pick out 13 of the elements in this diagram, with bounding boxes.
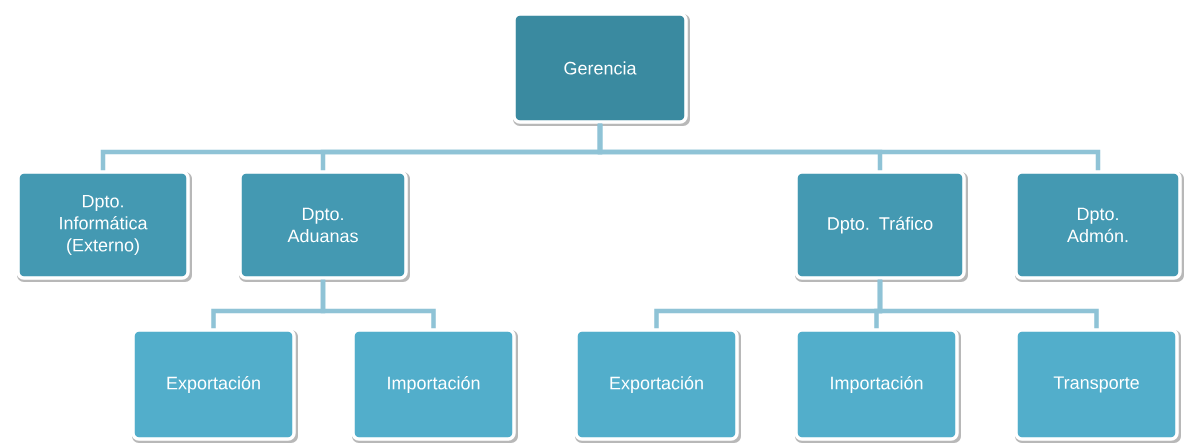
org-box: Transporte xyxy=(1014,328,1181,443)
org-box: Dpto. Informática (Externo) xyxy=(16,170,192,282)
org-box: Dpto. Admón. xyxy=(1014,170,1184,282)
org-box: Gerencia xyxy=(512,12,690,126)
connector-line xyxy=(320,279,436,329)
org-box: Exportación xyxy=(574,328,741,443)
org-box: Importación xyxy=(794,328,961,443)
connector-line xyxy=(597,123,1101,171)
org-box: Dpto. Tráfico xyxy=(794,170,968,282)
connector-line xyxy=(877,279,1099,329)
org-box: Dpto. Aduanas xyxy=(238,170,410,282)
org-box: Importación xyxy=(351,328,518,443)
org-box: Exportación xyxy=(131,328,298,443)
